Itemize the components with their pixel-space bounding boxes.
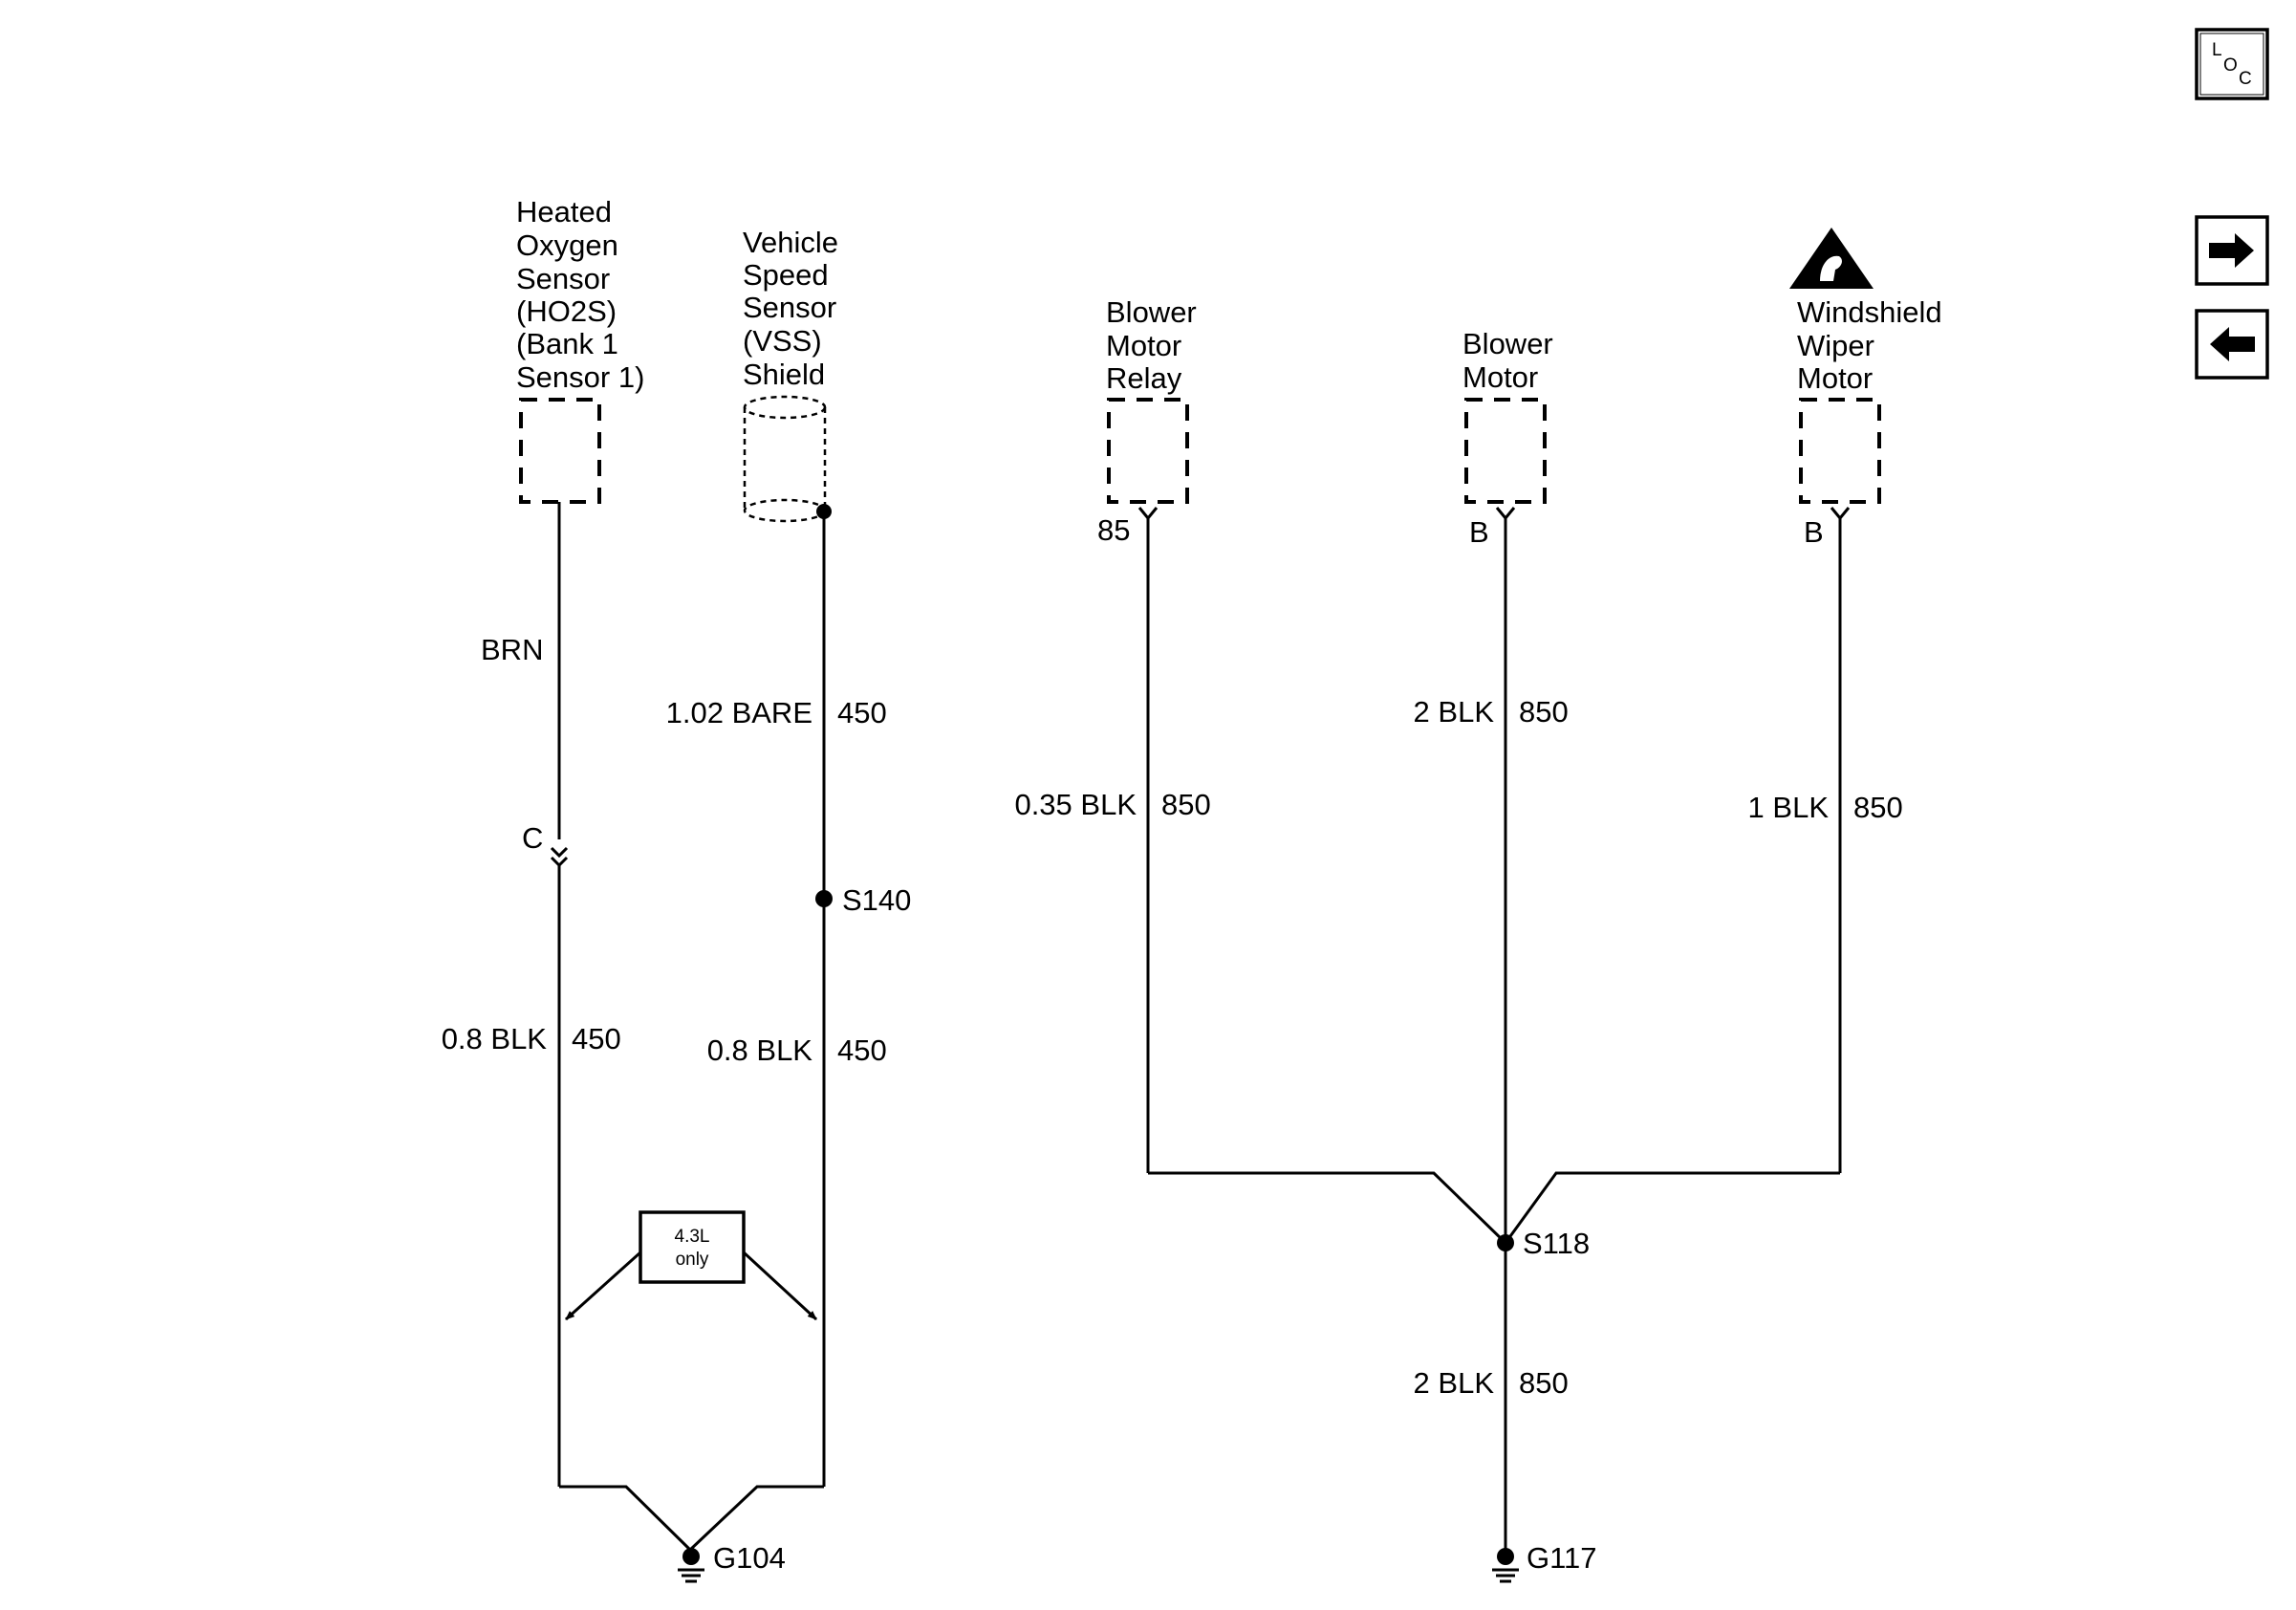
arrow-right-icon (2209, 233, 2254, 268)
ground-g117 (1492, 1548, 1519, 1583)
svg-text:C: C (522, 821, 543, 855)
svg-text:(VSS): (VSS) (743, 324, 822, 358)
ground-g117-label: G117 (1527, 1541, 1597, 1575)
vss-shield-label: Vehicle Speed Sensor (VSS) Shield (743, 226, 838, 391)
vss-shield-cylinder (743, 395, 827, 523)
note-arrow-right (742, 1251, 818, 1321)
wiper-motor-label: Windshield Wiper Motor (1797, 295, 1942, 395)
loc-icon: L O C (2212, 40, 2252, 89)
svg-text:Oxygen: Oxygen (516, 228, 618, 262)
svg-text:C: C (2239, 69, 2252, 89)
svg-text:Windshield: Windshield (1797, 295, 1942, 329)
splice-s140-dot (815, 890, 833, 907)
ho2s-wire-color: BRN (481, 633, 543, 666)
arrow-left-icon (2210, 327, 2255, 361)
blower-wire-circuit: 850 (1519, 695, 1569, 729)
previous-page-button[interactable] (2195, 309, 2269, 380)
ground-g104 (678, 1548, 704, 1583)
splice-s140-label: S140 (842, 883, 911, 917)
svg-text:Blower: Blower (1106, 295, 1197, 329)
blower-relay-terminal (1137, 507, 1159, 521)
svg-text:Heated: Heated (516, 195, 612, 228)
note-arrow-left (564, 1251, 642, 1321)
blower-motor-pin: B (1469, 515, 1489, 549)
vss-upper-color: 1.02 BARE (666, 696, 812, 729)
wiper-motor-pin: B (1804, 515, 1824, 549)
svg-text:L: L (2212, 40, 2222, 60)
svg-text:only: only (676, 1250, 709, 1270)
s118-junction-right (1504, 1171, 1840, 1244)
ho2s-lower-circuit: 450 (572, 1022, 621, 1055)
blower-relay-label: Blower Motor Relay (1106, 295, 1197, 395)
wiper-wire-color: 1 BLK (1748, 791, 1830, 824)
svg-text:Vehicle: Vehicle (743, 226, 838, 259)
g117-feed-color: 2 BLK (1414, 1366, 1495, 1400)
svg-text:Shield: Shield (743, 358, 825, 391)
next-page-button[interactable] (2195, 215, 2269, 286)
engine-option-note: 4.3L only (639, 1210, 746, 1284)
wiper-motor-box (1799, 398, 1881, 504)
blower-wire-color: 2 BLK (1414, 695, 1495, 729)
vss-upper-circuit: 450 (837, 696, 887, 729)
svg-text:Blower: Blower (1462, 327, 1553, 360)
svg-text:(HO2S): (HO2S) (516, 294, 617, 328)
blower-relay-pin: 85 (1097, 513, 1130, 547)
svg-text:Sensor: Sensor (743, 291, 836, 324)
blower-motor-terminal (1495, 507, 1516, 521)
svg-text:Motor: Motor (1462, 360, 1538, 394)
svg-text:Motor: Motor (1106, 329, 1181, 362)
blower-motor-label: Blower Motor (1462, 327, 1553, 394)
s118-junction-left (1148, 1171, 1507, 1245)
relay-wire-circuit: 850 (1161, 788, 1211, 821)
svg-text:Relay: Relay (1106, 361, 1182, 395)
splice-s118-label: S118 (1523, 1227, 1590, 1260)
ho2s-label: Heated Oxygen Sensor (HO2S) (Bank 1 Sens… (516, 195, 644, 394)
blower-motor-box (1464, 398, 1547, 504)
svg-text:Sensor 1): Sensor 1) (516, 360, 644, 394)
relay-wire-color: 0.35 BLK (1014, 788, 1137, 821)
g117-feed-circuit: 850 (1519, 1366, 1569, 1400)
loc-button[interactable]: L O C (2195, 28, 2269, 100)
svg-text:(Bank 1: (Bank 1 (516, 327, 618, 360)
wiper-wire-circuit: 850 (1853, 791, 1903, 824)
svg-text:Speed: Speed (743, 258, 829, 292)
blower-relay-box (1107, 398, 1189, 504)
wiper-motor-terminal (1830, 507, 1851, 521)
svg-text:O: O (2223, 55, 2238, 76)
svg-text:Sensor: Sensor (516, 262, 610, 295)
svg-text:Motor: Motor (1797, 361, 1873, 395)
svg-text:Wiper: Wiper (1797, 329, 1874, 362)
esd-warning-icon (1789, 228, 1874, 289)
ground-g104-label: G104 (713, 1541, 786, 1575)
vss-lower-circuit: 450 (837, 1033, 887, 1067)
ho2s-component-box (519, 398, 601, 504)
ho2s-lower-color: 0.8 BLK (442, 1022, 548, 1055)
svg-text:4.3L: 4.3L (675, 1227, 710, 1247)
vss-lower-color: 0.8 BLK (707, 1033, 813, 1067)
